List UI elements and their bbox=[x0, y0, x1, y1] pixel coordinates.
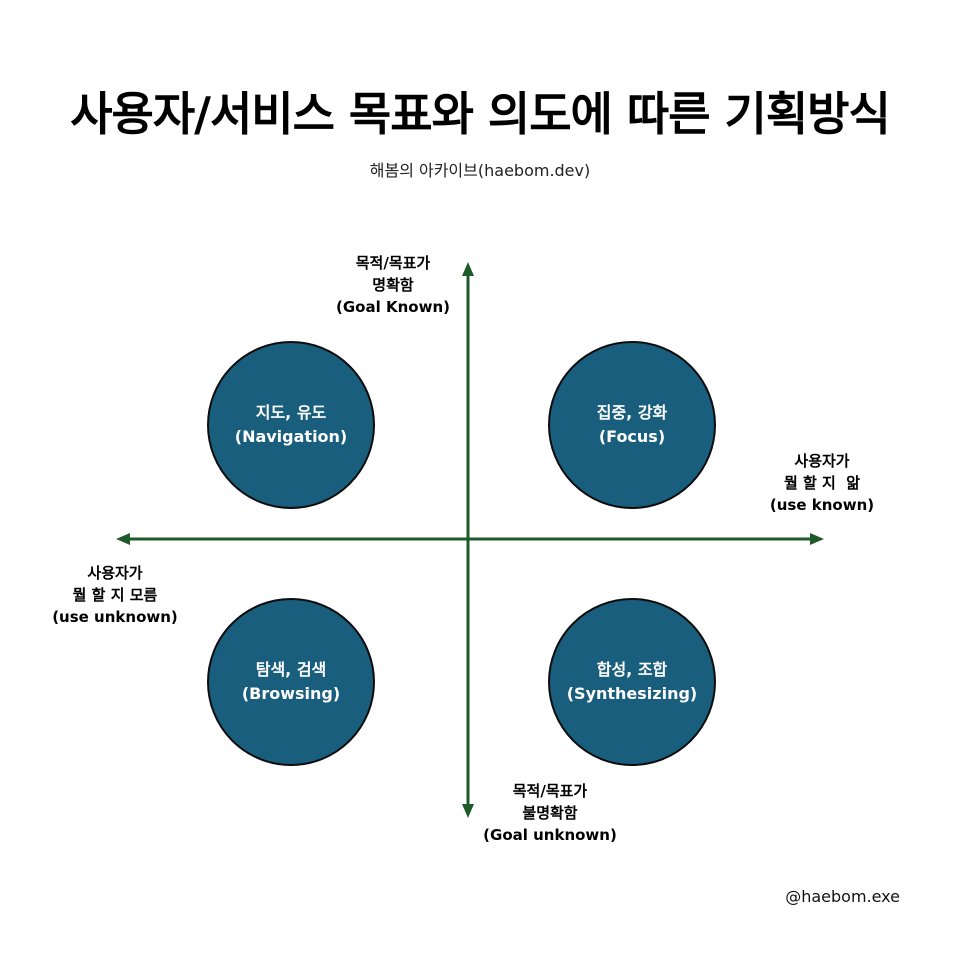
axis-label-bottom-line2: 불명확함 bbox=[522, 804, 578, 822]
quadrant-browsing-label: 탐색, 검색 bbox=[255, 660, 327, 679]
axis-label-left: 사용자가 뭘 할 지 모름 (use unknown) bbox=[40, 562, 190, 628]
axis-label-right-line2: 뭘 할 지 앎 bbox=[783, 474, 861, 492]
axis-label-right-line3: (use known) bbox=[769, 496, 875, 514]
arrow-left-icon bbox=[116, 533, 130, 545]
quadrant-focus: 집중, 강화 (Focus) bbox=[548, 341, 716, 509]
quadrant-browsing: 탐색, 검색 (Browsing) bbox=[207, 598, 375, 766]
quadrant-browsing-sub: (Browsing) bbox=[241, 684, 341, 703]
quadrant-navigation: 지도, 유도 (Navigation) bbox=[207, 341, 375, 509]
axis-label-left-line3: (use unknown) bbox=[52, 608, 178, 626]
axis-label-top: 목적/목표가 명확함 (Goal Known) bbox=[318, 252, 468, 318]
axis-label-bottom-line1: 목적/목표가 bbox=[512, 782, 588, 800]
axis-label-bottom-line3: (Goal unknown) bbox=[483, 826, 617, 844]
quadrant-focus-sub: (Focus) bbox=[598, 427, 666, 446]
arrow-right-icon bbox=[810, 533, 824, 545]
quadrant-synthesizing: 합성, 조합 (Synthesizing) bbox=[548, 598, 716, 766]
axis-label-right: 사용자가 뭘 할 지 앎 (use known) bbox=[752, 450, 892, 516]
axis-label-left-line2: 뭘 할 지 모름 bbox=[72, 586, 158, 604]
axis-label-top-line3: (Goal Known) bbox=[336, 298, 450, 316]
axis-label-left-line1: 사용자가 bbox=[87, 564, 143, 582]
arrow-down-icon bbox=[462, 804, 474, 818]
axis-label-bottom: 목적/목표가 불명확함 (Goal unknown) bbox=[470, 780, 630, 846]
quadrant-synthesizing-label: 합성, 조합 bbox=[596, 660, 668, 679]
page-subtitle: 해봄의 아카이브(haebom.dev) bbox=[369, 161, 591, 180]
page-title: 사용자/서비스 목표와 의도에 따른 기획방식 bbox=[70, 87, 891, 141]
quadrant-focus-label: 집중, 강화 bbox=[596, 403, 668, 422]
arrow-up-icon bbox=[462, 262, 474, 276]
axis-label-top-line2: 명확함 bbox=[372, 276, 414, 294]
axis-label-right-line1: 사용자가 bbox=[794, 452, 850, 470]
quadrant-navigation-sub: (Navigation) bbox=[234, 427, 348, 446]
quadrant-synthesizing-sub: (Synthesizing) bbox=[566, 684, 698, 703]
axis-label-top-line1: 목적/목표가 bbox=[355, 254, 431, 272]
quadrant-navigation-label: 지도, 유도 bbox=[255, 403, 327, 422]
author-handle: @haebom.exe bbox=[785, 887, 900, 906]
